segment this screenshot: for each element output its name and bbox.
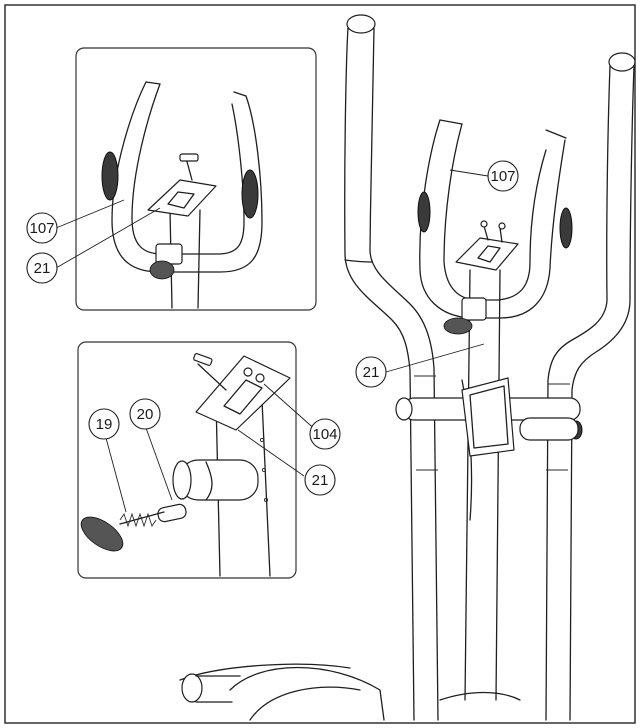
callout-21-detail-a: 21 — [26, 252, 58, 284]
svg-text:20: 20 — [137, 406, 154, 423]
page-frame — [4, 4, 636, 724]
svg-text:107: 107 — [490, 168, 515, 185]
main-assembly-drawing — [179, 14, 636, 721]
svg-text:21: 21 — [363, 364, 380, 381]
svg-text:104: 104 — [312, 426, 337, 443]
callout-19-detail-b: 19 — [88, 408, 120, 440]
callout-107-detail-a: 107 — [26, 212, 58, 244]
svg-text:107: 107 — [29, 220, 54, 237]
leader-lines — [55, 169, 489, 513]
svg-text:19: 19 — [96, 416, 113, 433]
callout-20-detail-b: 20 — [129, 398, 161, 430]
svg-text:21: 21 — [34, 260, 51, 277]
callout-107-main: 107 — [487, 160, 519, 192]
callout-21-detail-b: 21 — [304, 464, 336, 496]
detail-a-box — [75, 47, 317, 311]
svg-text:21: 21 — [312, 472, 329, 489]
detail-b-box — [77, 341, 297, 579]
callout-104-detail-b: 104 — [309, 418, 341, 450]
callout-21-main: 21 — [355, 356, 387, 388]
